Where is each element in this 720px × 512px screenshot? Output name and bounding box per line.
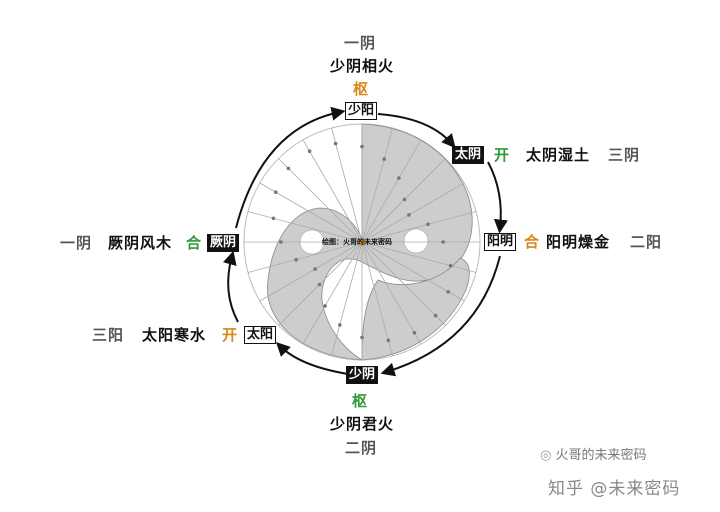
spoke-dot xyxy=(338,323,342,327)
bottom-pivot-label: 枢 xyxy=(352,392,369,410)
spoke-dot xyxy=(412,331,417,335)
spoke-line xyxy=(302,139,363,243)
lower-eye xyxy=(403,228,429,254)
right-yin-yang-label: 二阳 xyxy=(630,233,663,251)
top-pivot-label: 枢 xyxy=(353,80,370,98)
top-box-label: 少阳 xyxy=(345,102,378,120)
spoke-dot xyxy=(323,304,327,308)
shaded-lower-region xyxy=(361,257,470,361)
spoke-dot xyxy=(397,176,401,180)
spoke-line xyxy=(361,182,465,243)
spoke-dot xyxy=(386,338,391,343)
spoke-line xyxy=(361,241,477,273)
right-pivot-label: 合 xyxy=(524,233,541,251)
spoke-dot xyxy=(307,149,312,153)
right-box-label: 阳明 xyxy=(484,233,517,251)
arrow-lower-left-to-left xyxy=(223,250,239,323)
arrow-top-to-upper-right xyxy=(377,113,456,149)
zhihu-watermark: 知乎 @未来密码 xyxy=(548,479,681,499)
left-bottom-pivot-label: 开 xyxy=(222,326,239,344)
spoke-dot xyxy=(433,313,438,318)
arrow-upper-right-to-right xyxy=(487,161,508,234)
spoke-line xyxy=(331,241,363,357)
left-bottom-box-label: 太阳 xyxy=(244,326,277,344)
right-top-yin-yang-label: 三阴 xyxy=(608,146,641,164)
spoke-dot xyxy=(402,197,407,202)
spoke-dot xyxy=(382,157,387,161)
spoke-dot xyxy=(360,144,364,149)
spoke-line xyxy=(361,139,422,243)
top-name-label: 少阴相火 xyxy=(330,57,395,75)
spoke-line xyxy=(247,211,363,243)
spoke-dot xyxy=(407,213,411,217)
arrow-right-to-bottom xyxy=(380,255,501,377)
right-top-name-label: 太阴湿土 xyxy=(526,146,591,164)
left-box-label: 厥阴 xyxy=(207,234,240,252)
spoke-line xyxy=(361,127,393,243)
spoke-dot xyxy=(333,141,338,146)
left-name-label: 厥阴风木 xyxy=(108,234,173,252)
spoke-line xyxy=(361,211,477,243)
spoke-dot xyxy=(441,240,445,244)
spoke-dot xyxy=(360,335,364,340)
spoke-dot xyxy=(313,267,317,271)
spoke-dot xyxy=(279,240,283,244)
spoke-line xyxy=(361,241,422,345)
center-credit-note: 绘图：火哥的未来密码 xyxy=(322,238,392,246)
spoke-line xyxy=(361,241,446,326)
left-bottom-yin-yang-label: 三阳 xyxy=(92,326,125,344)
spoke-line xyxy=(247,241,363,273)
spoke-line xyxy=(361,241,393,357)
right-top-box-label: 太阴 xyxy=(452,146,485,164)
bottom-box-label: 少阴 xyxy=(346,366,379,384)
spoke-line xyxy=(331,127,363,243)
top-yin-yang-label: 一阴 xyxy=(344,34,377,52)
spoke-dot xyxy=(286,166,291,171)
spoke-dot xyxy=(426,222,430,227)
bottom-name-label: 少阴君火 xyxy=(330,415,395,433)
spoke-dot xyxy=(317,282,322,287)
left-pivot-label: 合 xyxy=(186,234,203,252)
spoke-dot xyxy=(446,290,451,294)
spoke-line xyxy=(278,158,363,243)
spoke-dot xyxy=(274,190,278,194)
spoke-line xyxy=(302,241,363,345)
left-bottom-name-label: 太阳寒水 xyxy=(142,326,207,344)
wechat-icon: ◎ xyxy=(540,448,552,463)
spoke-dot xyxy=(448,263,453,268)
wechat-watermark-text: 火哥的未来密码 xyxy=(555,448,647,463)
arrow-bottom-to-lower-left xyxy=(276,342,349,375)
center-dot xyxy=(359,239,365,245)
spoke-dot xyxy=(271,216,276,221)
spoke-dots xyxy=(271,141,453,343)
right-name-label: 阳明燥金 xyxy=(546,233,611,251)
arrow-left-to-top xyxy=(235,106,346,229)
wechat-watermark: ◎ 火哥的未来密码 xyxy=(540,444,647,463)
spoke-line xyxy=(259,241,363,302)
bottom-yin-yang-label: 二阴 xyxy=(345,439,378,457)
right-top-pivot-label: 开 xyxy=(494,146,511,164)
left-yin-yang-label: 一阴 xyxy=(60,234,93,252)
spoke-dot xyxy=(294,257,298,262)
